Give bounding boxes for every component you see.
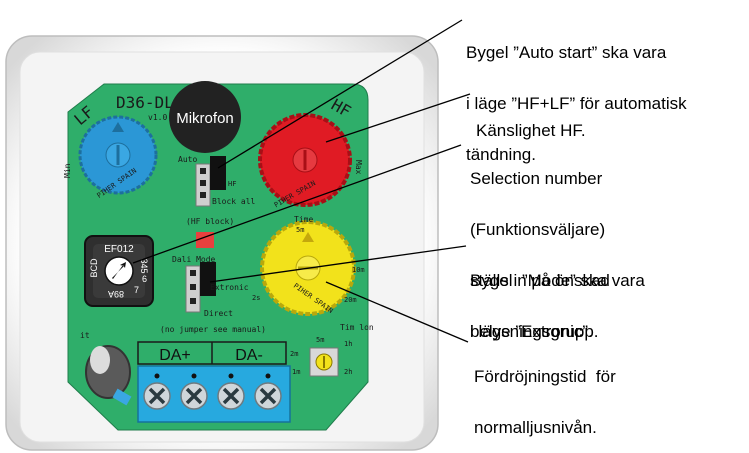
callout-selection-line-2: (Funktionsväljare) — [470, 220, 606, 239]
block-all-label: Block all — [212, 197, 256, 206]
microphone-label: Mikrofon — [176, 110, 234, 127]
auto-jumper-pin-2 — [200, 180, 206, 186]
dali-mode-label: Dali Mode — [172, 255, 216, 264]
callout-selection-line-3: ställs in på önskad — [470, 271, 610, 290]
mode-jumper-pin-1 — [190, 270, 196, 276]
terminal-screw-2[interactable] — [180, 382, 208, 410]
da-plus-label: DA+ — [159, 347, 191, 364]
hf-max-label: Max — [354, 160, 363, 175]
left-edge-label: it — [80, 331, 90, 340]
leader-auto-start — [217, 19, 463, 169]
tim-lon-label: Tim lon — [340, 323, 374, 332]
dial-digits-bottom: 89A — [108, 289, 124, 299]
auto-label: Auto — [178, 155, 197, 164]
callout-selection-line-4: belysningsgrupp. — [470, 322, 599, 341]
terminal-dot-4 — [265, 373, 271, 379]
lf-potentiometer[interactable] — [78, 115, 158, 195]
callout-mode: Bygel ”Mode” ska vara i läge ”Extronic”. — [470, 238, 645, 357]
callout-auto-start: Bygel ”Auto start” ska vara i läge ”HF+L… — [466, 10, 687, 180]
terminal-dot-3 — [228, 373, 234, 379]
callout-selection: Selection number (Funktionsväljare) stäl… — [470, 136, 610, 357]
da-minus-label: DA- — [235, 347, 263, 364]
callout-delay: Fördröjningstid för normalljusnivån. — [474, 334, 616, 453]
hf-block-label: (HF block) — [186, 217, 234, 226]
terminal-screw-3[interactable] — [217, 382, 245, 410]
lf-min-label: Min — [63, 163, 72, 178]
callout-delay-line-2: normalljusnivån. — [474, 418, 597, 437]
terminal-dot-1 — [154, 373, 160, 379]
direct-label: Direct — [204, 309, 233, 318]
board-model-label: D36-DL — [116, 93, 174, 112]
mode-jumper[interactable] — [200, 262, 216, 296]
auto-jumper-pin-3 — [200, 192, 206, 198]
dial-digit-6: 6 — [142, 274, 147, 284]
terminal-dot-2 — [191, 373, 197, 379]
board-version-label: v1.0 — [148, 113, 167, 122]
leader-sensitivity — [325, 93, 471, 143]
callout-auto-start-line-2: i läge ”HF+LF” för automatisk — [466, 94, 687, 113]
callout-auto-start-line-1: Bygel ”Auto start” ska vara — [466, 43, 667, 62]
no-jumper-note: (no jumper see manual) — [160, 325, 266, 334]
dial-digits-top: EF012 — [104, 244, 134, 255]
mode-jumper-pin-3 — [190, 298, 196, 304]
time-5m-label: 5m — [296, 226, 304, 234]
mode-jumper-pin-2 — [190, 284, 196, 290]
dial-digits-left: BCD — [89, 258, 99, 278]
small-1m-label: 1m — [292, 368, 300, 376]
small-5m-label: 5m — [316, 336, 324, 344]
small-2m-label: 2m — [290, 350, 298, 358]
auto-hf-label: HF — [228, 180, 236, 188]
small-2h-label: 2h — [344, 368, 352, 376]
callout-mode-line-1: Bygel ”Mode” ska vara — [470, 271, 645, 290]
time-label: Time — [294, 215, 313, 224]
leader-mode — [209, 245, 467, 283]
dial-digit-7: 7 — [134, 285, 139, 295]
callout-sensitivity-line-1: Känslighet HF. — [476, 121, 586, 140]
callout-selection-line-1: Selection number — [470, 169, 603, 188]
auto-start-jumper[interactable] — [210, 156, 226, 190]
callout-sensitivity: Känslighet HF. — [476, 88, 586, 156]
auto-jumper-pin-1 — [200, 168, 206, 174]
terminal-screw-4[interactable] — [254, 382, 282, 410]
extronic-label: Extronic — [210, 283, 249, 292]
leader-delay — [325, 281, 469, 343]
leader-selection — [132, 144, 462, 264]
callout-auto-start-line-3: tändning. — [466, 145, 536, 164]
lens-highlight — [90, 346, 110, 374]
terminal-screw-1[interactable] — [143, 382, 171, 410]
microphone — [169, 81, 241, 153]
dial-digits-right: 345 — [139, 258, 149, 273]
callout-mode-line-2: i läge ”Extronic”. — [470, 322, 593, 341]
callout-delay-line-1: Fördröjningstid för — [474, 367, 616, 386]
small-1h-label: 1h — [344, 340, 352, 348]
time-10m-label: 10m — [352, 266, 365, 274]
time-2s-label: 2s — [252, 294, 260, 302]
time-20m-label: 20m — [344, 296, 357, 304]
hf-potentiometer[interactable] — [258, 113, 352, 207]
lens-clip — [112, 388, 132, 406]
dial-arrow-icon — [112, 262, 126, 279]
